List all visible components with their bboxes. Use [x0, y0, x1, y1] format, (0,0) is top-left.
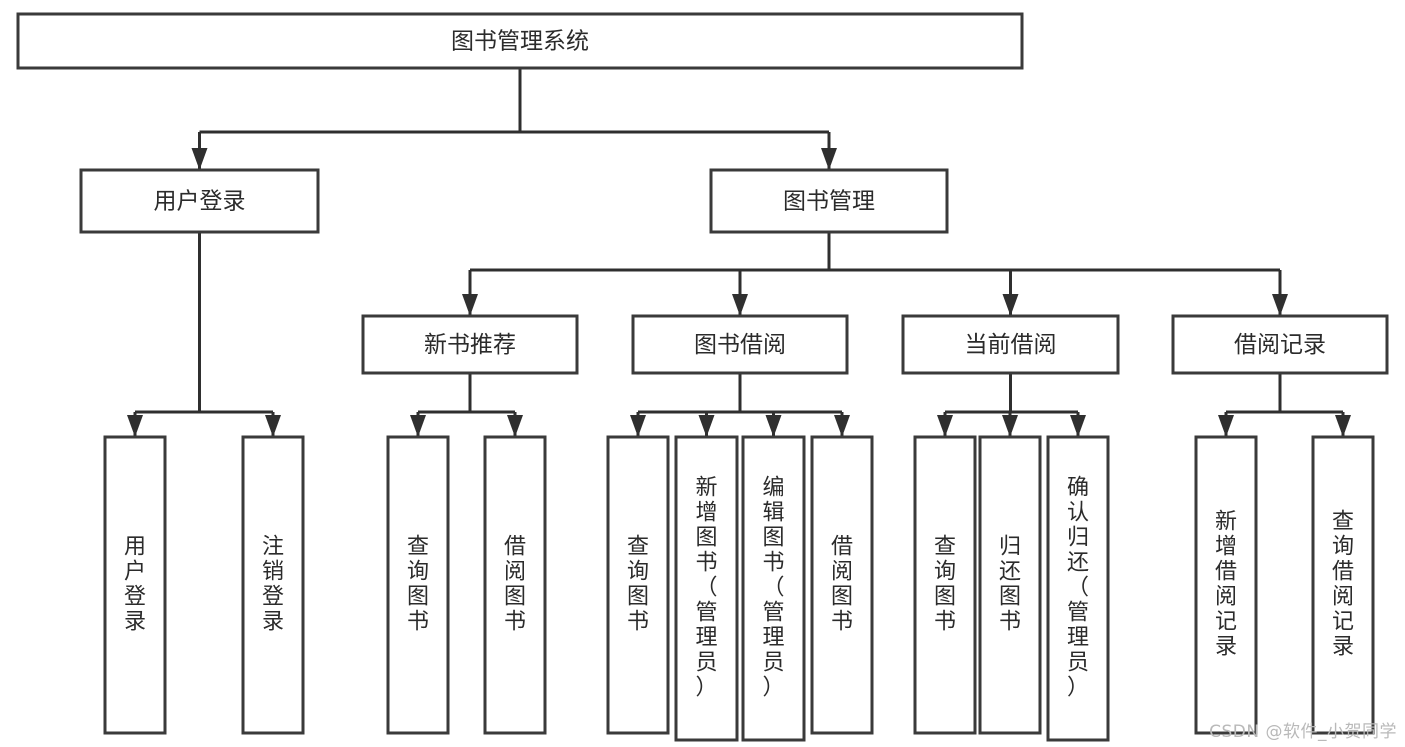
node-leaf-query-book-1[interactable]: 查询图书	[386, 435, 450, 735]
arrow-head-icon	[1218, 415, 1234, 437]
node-leaf-user-login[interactable]: 用户登录	[103, 435, 167, 735]
node-borrow-record[interactable]: 借阅记录	[1171, 314, 1389, 375]
node-label-leaf-query-book-3: 查询图书	[934, 535, 956, 635]
node-leaf-return-book[interactable]: 归还图书	[978, 435, 1042, 735]
node-leaf-edit-book[interactable]: 编辑图书（管理员）	[741, 435, 806, 742]
node-user-login[interactable]: 用户登录	[79, 168, 320, 234]
node-root[interactable]: 图书管理系统	[16, 12, 1024, 70]
node-label-leaf-confirm-return: 确认归还（管理员）	[1067, 476, 1089, 701]
node-box-leaf-borrow-book-1[interactable]	[483, 435, 547, 735]
node-leaf-add-record[interactable]: 新增借阅记录	[1194, 435, 1258, 735]
node-label-root: 图书管理系统	[451, 29, 589, 55]
node-leaf-borrow-book-2[interactable]: 借阅图书	[810, 435, 874, 735]
arrow-head-icon	[1335, 415, 1351, 437]
arrow-head-icon	[937, 415, 953, 437]
node-box-current-borrow[interactable]	[901, 314, 1120, 375]
node-box-leaf-query-record[interactable]	[1311, 435, 1375, 735]
arrow-head-icon	[1272, 294, 1288, 316]
node-label-leaf-query-book-1: 查询图书	[407, 535, 429, 635]
node-current-borrow[interactable]: 当前借阅	[901, 314, 1120, 375]
node-box-leaf-edit-book[interactable]	[741, 435, 806, 742]
node-box-user-login[interactable]	[79, 168, 320, 234]
node-label-borrow-record: 借阅记录	[1234, 332, 1326, 358]
node-leaf-borrow-book-1[interactable]: 借阅图书	[483, 435, 547, 735]
node-box-leaf-confirm-return[interactable]	[1046, 435, 1110, 742]
node-label-leaf-add-record: 新增借阅记录	[1215, 510, 1237, 660]
node-label-leaf-borrow-book-1: 借阅图书	[504, 535, 526, 635]
node-label-user-login: 用户登录	[154, 189, 246, 215]
node-book-manage[interactable]: 图书管理	[709, 168, 949, 234]
node-leaf-confirm-return[interactable]: 确认归还（管理员）	[1046, 435, 1110, 742]
arrow-head-icon	[1002, 415, 1018, 437]
arrow-head-icon	[821, 148, 837, 170]
arrow-head-icon	[265, 415, 281, 437]
node-box-leaf-logout-login[interactable]	[241, 435, 305, 735]
connector-edges	[127, 68, 1351, 437]
arrow-head-icon	[191, 148, 208, 170]
arrow-head-icon	[1070, 415, 1086, 437]
node-book-borrow[interactable]: 图书借阅	[631, 314, 849, 375]
node-leaf-query-book-3[interactable]: 查询图书	[913, 435, 977, 735]
node-label-leaf-user-login: 用户登录	[124, 535, 146, 635]
node-label-leaf-borrow-book-2: 借阅图书	[831, 535, 853, 635]
node-label-leaf-add-book: 新增图书（管理员）	[695, 476, 717, 701]
node-box-leaf-query-book-2[interactable]	[606, 435, 670, 735]
node-label-book-borrow: 图书借阅	[694, 332, 786, 358]
node-box-leaf-return-book[interactable]	[978, 435, 1042, 735]
arrow-head-icon	[630, 415, 646, 437]
arrow-head-icon	[410, 415, 426, 437]
node-leaf-query-record[interactable]: 查询借阅记录	[1311, 435, 1375, 735]
node-label-book-manage: 图书管理	[783, 189, 875, 215]
arrow-head-icon	[1002, 294, 1019, 316]
arrow-head-icon	[732, 294, 748, 316]
node-leaf-add-book[interactable]: 新增图书（管理员）	[674, 435, 739, 742]
arrow-head-icon	[507, 415, 523, 437]
node-box-book-borrow[interactable]	[631, 314, 849, 375]
node-label-leaf-query-book-2: 查询图书	[627, 535, 649, 635]
node-box-leaf-add-record[interactable]	[1194, 435, 1258, 735]
arrow-head-icon	[834, 415, 850, 437]
node-box-new-book-recommend[interactable]	[361, 314, 579, 375]
arrow-head-icon	[698, 415, 715, 437]
node-box-leaf-borrow-book-2[interactable]	[810, 435, 874, 735]
arrow-head-icon	[765, 415, 782, 437]
node-box-leaf-user-login[interactable]	[103, 435, 167, 735]
node-boxes: 图书管理系统用户登录图书管理新书推荐图书借阅当前借阅借阅记录用户登录注销登录查询…	[16, 12, 1389, 742]
node-label-leaf-logout-login: 注销登录	[262, 535, 284, 635]
node-new-book-recommend[interactable]: 新书推荐	[361, 314, 579, 375]
node-box-leaf-add-book[interactable]	[674, 435, 739, 742]
node-label-leaf-edit-book: 编辑图书（管理员）	[762, 476, 784, 701]
node-leaf-logout-login[interactable]: 注销登录	[241, 435, 305, 735]
arrow-head-icon	[127, 415, 143, 437]
node-box-leaf-query-book-3[interactable]	[913, 435, 977, 735]
node-label-leaf-return-book: 归还图书	[999, 535, 1021, 635]
node-box-book-manage[interactable]	[709, 168, 949, 234]
node-leaf-query-book-2[interactable]: 查询图书	[606, 435, 670, 735]
arrow-head-icon	[462, 294, 478, 316]
node-label-current-borrow: 当前借阅	[965, 332, 1057, 358]
node-label-new-book-recommend: 新书推荐	[424, 332, 516, 358]
node-box-leaf-query-book-1[interactable]	[386, 435, 450, 735]
node-box-root[interactable]	[16, 12, 1024, 70]
node-label-leaf-query-record: 查询借阅记录	[1332, 510, 1354, 660]
node-box-borrow-record[interactable]	[1171, 314, 1389, 375]
